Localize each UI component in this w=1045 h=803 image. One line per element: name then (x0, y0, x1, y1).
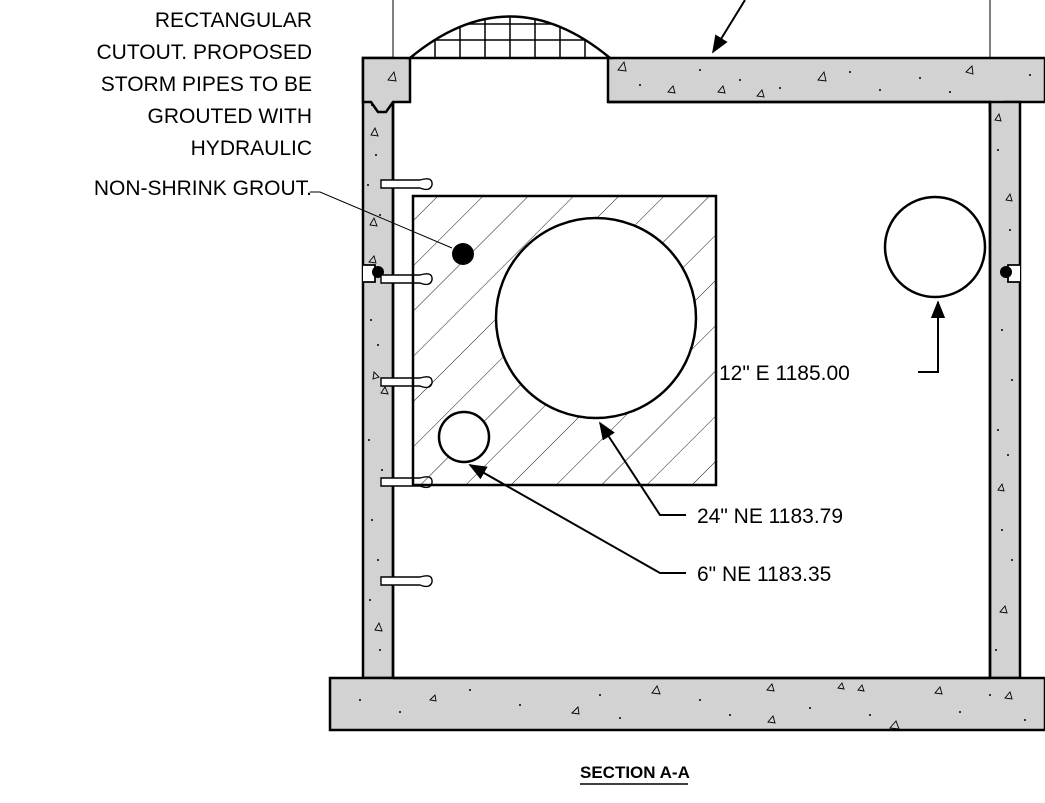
pipe-6-inch (437, 410, 491, 464)
note-line-2: CUTOUT. PROPOSED (97, 41, 312, 64)
note-line-6: NON-SHRINK GROUT. (94, 177, 312, 200)
leader-12 (918, 300, 946, 373)
step-5 (380, 575, 433, 588)
section-title: SECTION A-A (580, 763, 690, 782)
leader-24 (599, 421, 686, 516)
note-line-3: STORM PIPES TO BE (101, 73, 312, 96)
aggregate-dots (359, 69, 1031, 721)
leaders (310, 191, 946, 574)
pipe-12-inch (883, 195, 987, 299)
top-leader (712, 0, 746, 54)
manhole-structure (328, 56, 1045, 732)
pipe-24-label: 24" NE 1183.79 (697, 505, 843, 528)
right-wall (988, 100, 1022, 680)
leader-6 (468, 464, 686, 574)
pipe-6-label: 6" NE 1183.35 (697, 563, 831, 586)
step-1 (380, 178, 433, 191)
top-slab-left (361, 56, 412, 114)
top-slab-right (606, 56, 1045, 114)
leader-note (310, 191, 453, 249)
grout-dot (452, 243, 474, 265)
pipe-12-label: 12" E 1185.00 (719, 362, 850, 385)
aggregate-texture (368, 60, 1013, 730)
cutout-note: RECTANGULAR CUTOUT. PROPOSED STORM PIPES… (94, 9, 312, 200)
note-line-1: RECTANGULAR (155, 9, 312, 32)
base-slab (328, 676, 1045, 732)
pipe-24-inch (494, 216, 698, 420)
note-line-5: HYDRAULIC (191, 137, 312, 160)
manhole-cone-grate (392, 0, 991, 60)
rectangular-cutout (411, 194, 718, 487)
note-line-4: GROUTED WITH (148, 105, 312, 128)
